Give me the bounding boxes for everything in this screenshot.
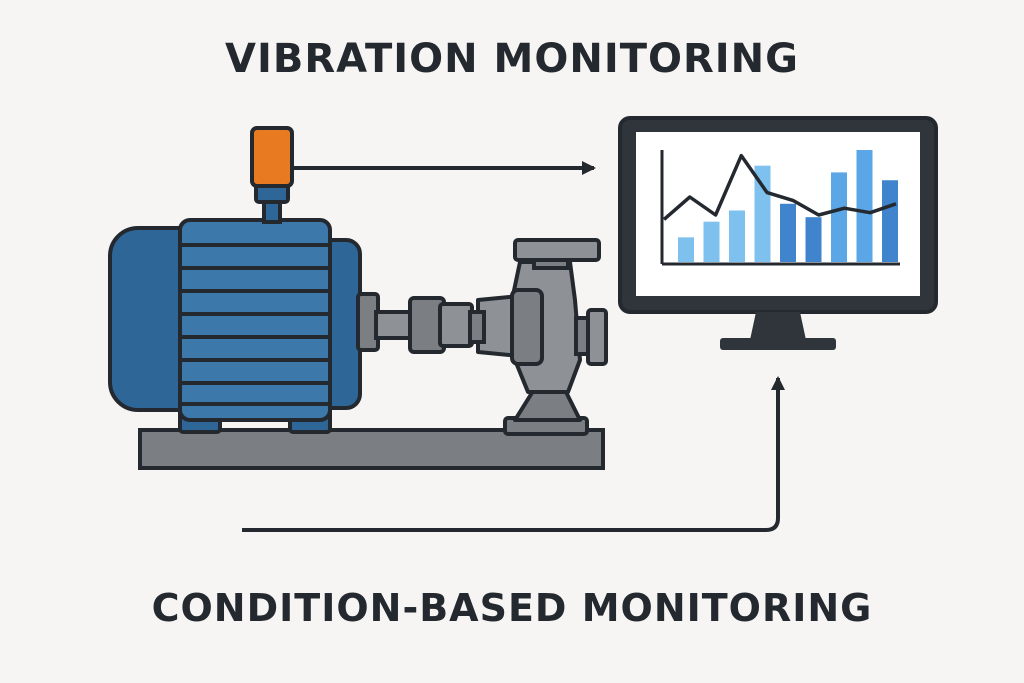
bottom-title: CONDITION-BASED MONITORING xyxy=(151,586,873,630)
chart-trend-line xyxy=(662,153,897,221)
monitor-stand xyxy=(720,338,836,350)
chart-bar xyxy=(805,217,822,262)
centrifugal-pump-icon xyxy=(468,238,608,436)
base-plate xyxy=(138,428,605,470)
chart-bar xyxy=(856,150,873,262)
vibration-sensor-icon xyxy=(250,126,294,224)
chart-bar xyxy=(831,172,847,262)
chart-bar xyxy=(678,237,694,262)
feedback-arrow xyxy=(242,376,785,532)
top-title: VIBRATION MONITORING xyxy=(224,36,799,82)
chart-bar xyxy=(780,203,796,262)
chart-bar xyxy=(882,180,898,262)
monitor-screen xyxy=(636,132,920,296)
electric-motor-icon xyxy=(108,218,362,434)
chart-bar xyxy=(729,210,745,262)
vibration-chart xyxy=(660,150,900,266)
chart-bar xyxy=(703,221,720,262)
